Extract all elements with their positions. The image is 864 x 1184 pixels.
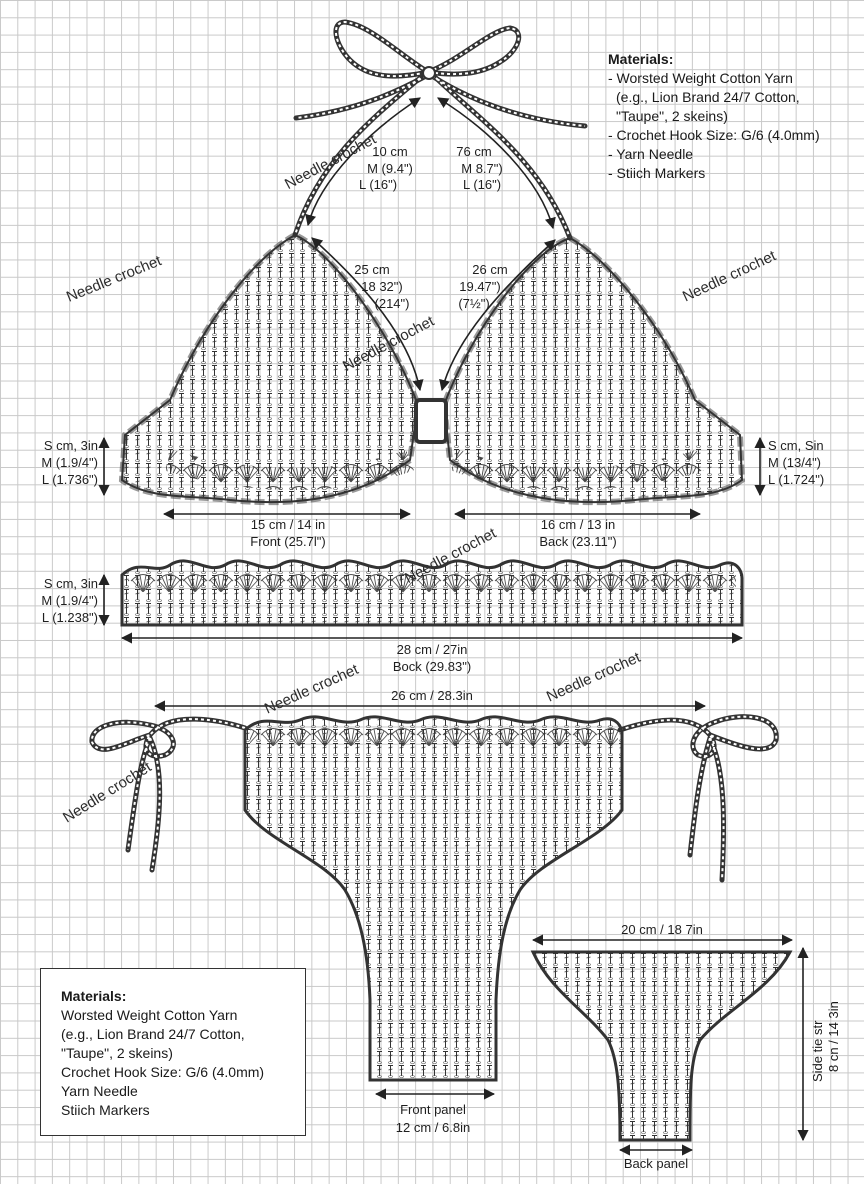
back-band	[120, 559, 744, 627]
materials-heading: Materials:	[608, 51, 674, 67]
strap-right-label-2: M 8.7")	[461, 161, 503, 176]
materials-item: - Worsted Weight Cotton Yarn	[608, 70, 793, 86]
front-panel-label: Front panel	[400, 1102, 466, 1117]
band-side-label-2: M (1.9/4")	[41, 593, 98, 608]
materials-box-heading: Materials:	[61, 988, 127, 1004]
side-left-label-2: M (1.9/4")	[41, 455, 98, 470]
bottom-dimension-arrows	[153, 700, 809, 1156]
materials-item: (e.g., Lion Brand 24/7 Cotton,	[616, 89, 800, 105]
strap-left-label-1: 10 cm	[372, 144, 408, 159]
materials-list-top: Materials: - Worsted Weight Cotton Yarn …	[608, 50, 858, 183]
cup-left-label-3: (214")	[374, 296, 410, 311]
band-width-label-2: Bock (29.83")	[392, 659, 472, 674]
width-left-label-1: 15 cm / 14 in	[250, 517, 326, 532]
top-dimension-arrows	[98, 97, 766, 520]
strap-right-label-1: 76 cm	[456, 144, 492, 159]
materials-box-item: "Taupe", 2 skeins)	[61, 1045, 173, 1061]
cup-left-label-1: 25 cm	[354, 262, 390, 277]
materials-box-item: Yarn Needle	[61, 1083, 138, 1099]
materials-item: - Stiich Markers	[608, 165, 706, 181]
cup-right-label-3: (7½")	[458, 296, 490, 311]
materials-box: Materials: Worsted Weight Cotton Yarn (e…	[40, 968, 306, 1136]
side-right-label-2: M (13/4")	[768, 455, 822, 470]
back-width-label: 20 cm / 18 7in	[621, 922, 703, 937]
materials-box-item: Crochet Hook Size: G/6 (4.0mm)	[61, 1064, 265, 1080]
side-tie-label-2: 8 cn / 14 3in	[826, 1001, 841, 1072]
center-ring	[414, 398, 448, 444]
materials-box-item: Worsted Weight Cotton Yarn	[61, 1007, 238, 1023]
back-panel-label: Back panel	[623, 1156, 689, 1171]
front-panel-size-label: 12 cm / 6.8in	[395, 1120, 471, 1135]
materials-box-item: Stiich Markers	[61, 1102, 150, 1118]
materials-box-item: (e.g., Lion Brand 24/7 Cotton,	[61, 1026, 245, 1042]
band-width-label-1: 28 cm / 27in	[396, 642, 468, 657]
strap-left-label-3: L (16")	[358, 177, 398, 192]
strap-right-label-3: L (16")	[462, 177, 502, 192]
bottom-front	[243, 715, 624, 1082]
halter-tie	[292, 19, 588, 241]
side-left-label-1: S cm, 3in	[43, 438, 98, 453]
band-dimension-arrows	[98, 573, 744, 644]
side-right-label-3: L (1.724")	[768, 472, 825, 487]
strap-left-label-2: M (9.4")	[367, 161, 413, 176]
width-right-label-2: Back (23.11")	[539, 534, 617, 549]
width-right-label-1: 16 cm / 13 in	[540, 517, 616, 532]
cup-left-label-2: 18 32")	[361, 279, 403, 294]
side-left-label-3: L (1.736")	[41, 472, 98, 487]
bottom-top-width-label: 26 cm / 28.3in	[391, 688, 473, 703]
materials-item: "Taupe", 2 skeins)	[616, 108, 728, 124]
materials-item: - Crochet Hook Size: G/6 (4.0mm)	[608, 127, 820, 143]
side-tie-label-1: Side tie str	[810, 1020, 825, 1082]
halter-tie-inner	[294, 20, 586, 239]
width-left-label-2: Front (25.7l")	[250, 534, 326, 549]
back-panel	[530, 950, 793, 1142]
materials-item: - Yarn Needle	[608, 146, 694, 162]
cup-right-label-2: 19.47")	[459, 279, 501, 294]
band-side-label-3: L (1.238")	[41, 610, 98, 625]
side-right-label-1: S cm, Sin	[768, 438, 824, 453]
cup-right-label-1: 26 cm	[472, 262, 508, 277]
band-side-label-1: S cm, 3in	[43, 576, 98, 591]
